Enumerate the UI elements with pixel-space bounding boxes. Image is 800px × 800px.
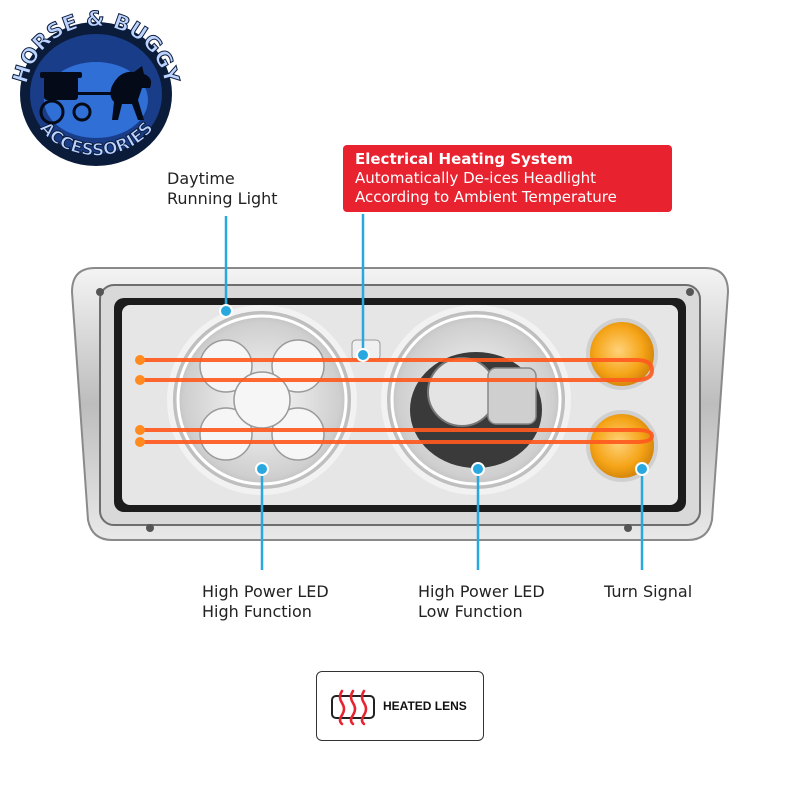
callout-high-power-high-function: High Power LED High Function (202, 582, 329, 622)
callout-electrical-heating-system: Electrical Heating System Automatically … (343, 145, 672, 212)
callout-high-power-low-function: High Power LED Low Function (418, 582, 545, 622)
heated-lens-label: HEATED LENS (383, 699, 467, 713)
heating-line: According to Ambient Temperature (355, 188, 617, 206)
callout-turn-signal: Turn Signal (604, 582, 692, 602)
callout-dot-drl (219, 304, 233, 318)
callout-daytime-running-light: Daytime Running Light (167, 169, 278, 209)
callout-line: Running Light (167, 189, 278, 208)
callout-line: High Function (202, 602, 312, 621)
heat-waves-icon (331, 689, 375, 726)
heating-line: Automatically De-ices Headlight (355, 169, 596, 187)
heating-element (138, 358, 655, 444)
callout-line: Low Function (418, 602, 523, 621)
callout-dot-high (255, 462, 269, 476)
horse-and-buggy-icon (39, 66, 152, 125)
screw-icon (686, 288, 694, 296)
screw-icon (96, 288, 104, 296)
heated-lens-badge: HEATED LENS (316, 671, 484, 741)
heating-title: Electrical Heating System (355, 150, 573, 168)
callout-line: High Power LED (418, 582, 545, 601)
callout-line: High Power LED (202, 582, 329, 601)
callout-line: Turn Signal (604, 582, 693, 601)
callout-line: Daytime (167, 169, 235, 188)
callout-dot-low (471, 462, 485, 476)
turn-signal-upper (586, 318, 658, 390)
horse-and-buggy-logo: HORSE & BUGGY ACCESSORIES (8, 8, 183, 166)
screw-icon (624, 524, 632, 532)
callout-dot-turn (635, 462, 649, 476)
screw-icon (146, 524, 154, 532)
callout-dot-heating (356, 348, 370, 362)
